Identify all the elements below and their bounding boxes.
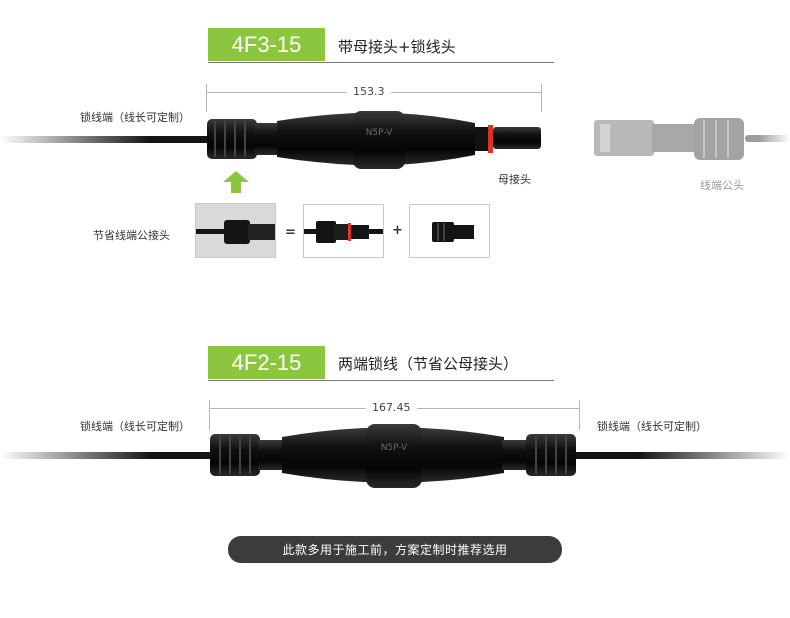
equals-sign: = [285,225,296,240]
section1-left-label: 锁线端（线长可定制） [80,111,190,124]
cable-right-2 [572,452,790,459]
connector-4f3-15-image: N5P-V [207,111,541,169]
dimension-value: 153.3 [347,85,391,98]
male-connector-faded-image [594,118,744,160]
section2-title-rule [208,380,554,381]
section1-title: 带母接头+锁线头 [338,38,456,56]
section2-left-label: 锁线端（线长可定制） [80,420,190,433]
model-badge-4f3-15: 4F3-15 [208,28,325,61]
product-marking: N5P-V [366,128,393,138]
faded-cable-right [745,135,790,142]
female-connector-label: 母接头 [498,173,531,186]
dimension-tick-left [206,84,207,112]
section1-title-rule [208,62,554,63]
footer-note: 此款多用于施工前，方案定制时推荐选用 [228,536,562,563]
product-marking: N5P-V [381,443,408,453]
arrow-up-icon [223,171,249,193]
model-badge-4f2-15: 4F2-15 [208,346,325,379]
dimension-tick-right [541,84,542,112]
dimension-tick-right [579,400,580,430]
dimension-tick-left [209,400,210,430]
connector-4f2-15-image: N5P-V [210,424,576,488]
cable-left-2 [0,452,216,459]
thumb-female-connector [303,204,384,258]
thumb-male-connector [409,204,490,258]
section2-right-label: 锁线端（线长可定制） [597,420,707,433]
section2-title: 两端锁线（节省公母接头） [338,355,519,373]
male-connector-label: 线端公头 [700,179,744,192]
cable-left [0,136,214,143]
combo-label: 节省线端公接头 [93,229,170,242]
thumb-lock-end [195,203,276,258]
plus-sign: + [392,223,403,238]
dimension-value: 167.45 [366,401,417,414]
